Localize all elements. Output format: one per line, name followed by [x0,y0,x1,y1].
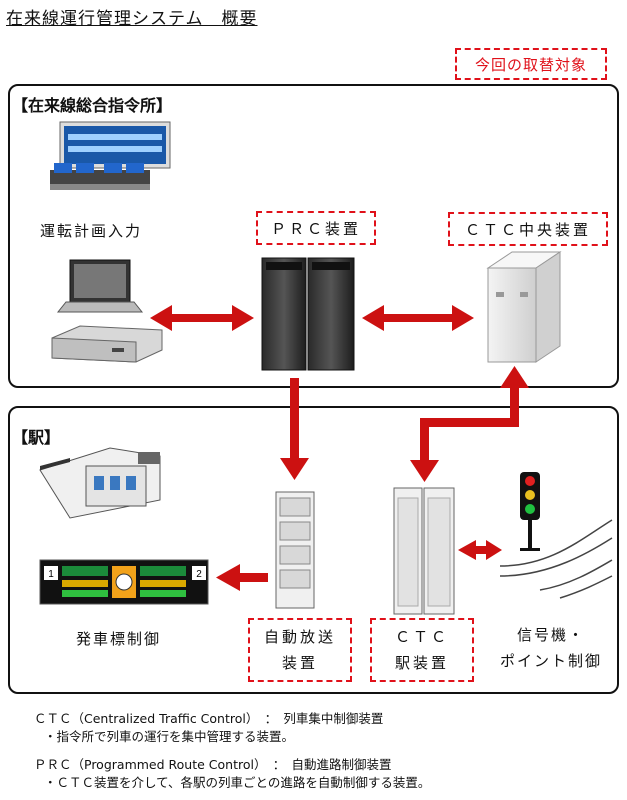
prc-definition: ＰＲＣ（Programmed Route Control） ： 自動進路制御装置 [34,757,392,772]
hq-arrows [150,305,474,331]
broadcast-rack-image [275,491,315,609]
board-left-number: 1 [48,569,54,580]
plan-input-label: 運転計画入力 [40,222,143,240]
ctc-link-arrow [410,366,529,482]
broadcast-to-board-arrow [216,564,268,591]
prc-to-broadcast-arrow [280,378,309,480]
prc-rack-image [261,257,355,371]
laptop-image [56,259,144,313]
ctc-station-label: ＣＴＣ 駅装置 [370,618,474,682]
station-panel-title: 【駅】 [12,428,61,447]
signal-label-line1: 信号機・ [516,626,585,644]
departure-board-label: 発車標制御 [76,630,162,648]
signal-point-label: 信号機・ ポイント制御 [496,622,606,674]
prc-device-label: ＰＲＣ装置 [256,211,376,245]
ctc-description: ・指令所で列車の運行を集中管理する装置。 [44,729,295,744]
ctc-station-label-line2: 駅装置 [394,654,449,672]
hq-panel-title: 【在来線総合指令所】 [12,96,173,115]
broadcast-label-line1: 自動放送 [263,628,336,646]
replacement-target-legend: 今回の取替対象 [455,48,607,80]
server-box-image [51,325,163,363]
station-building-image [39,447,161,519]
signal-image [520,472,540,551]
prc-description: ・ＣＴＣ装置を介して、各駅の列車ごとの進路を自動制御する装置。 [44,775,431,790]
ctc-definition: ＣＴＣ（Centralized Traffic Control） ： 列車集中制… [34,711,384,726]
ctc-station-label-line1: ＣＴＣ [394,628,449,646]
ctc-signal-arrow [458,540,502,560]
signal-label-line2: ポイント制御 [499,652,602,670]
operator-console-image [50,121,171,190]
page-title: 在来線運行管理システム 概要 [6,9,258,29]
departure-board-image [39,559,209,605]
ctc-central-label: ＣＴＣ中央装置 [448,212,608,246]
broadcast-device-label: 自動放送 装置 [248,618,352,682]
track-points-image [499,519,613,599]
ctc-station-rack-image [393,487,455,615]
ctc-central-rack-image [486,251,562,363]
board-right-number: 2 [196,569,202,580]
broadcast-label-line2: 装置 [281,654,318,672]
